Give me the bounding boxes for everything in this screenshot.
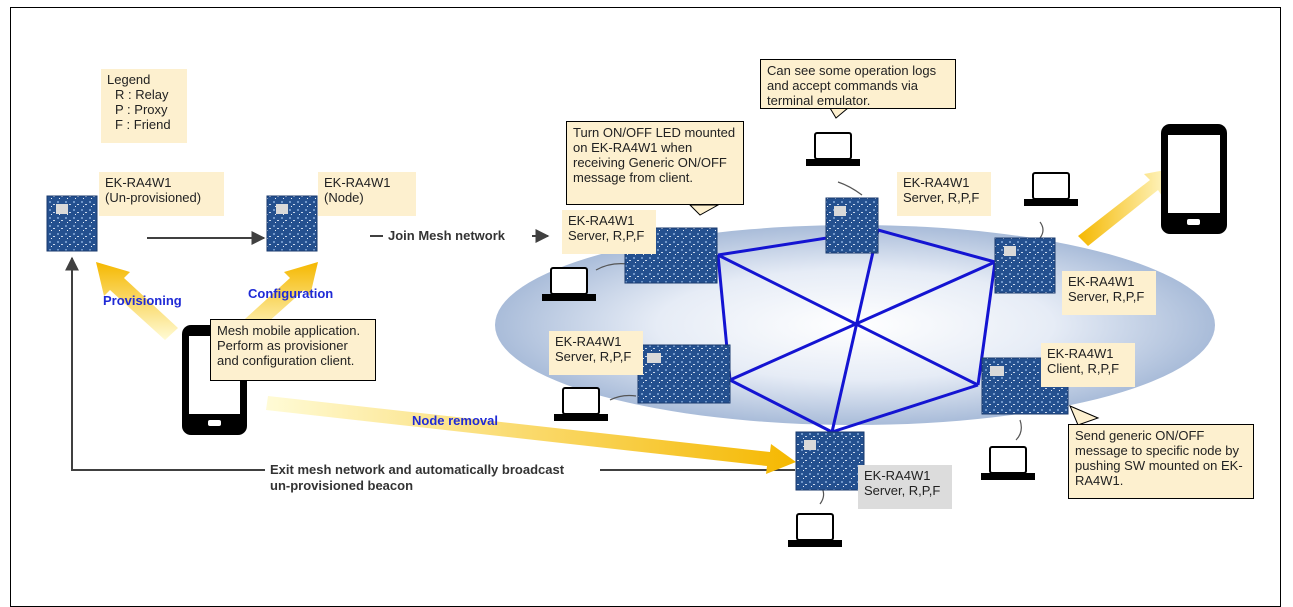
board-server-left-bottom bbox=[637, 344, 731, 404]
diagram-graphics bbox=[46, 107, 1227, 547]
node-label-line: Server, R,P,F bbox=[903, 190, 980, 205]
laptop-icons bbox=[542, 132, 1078, 547]
legend-item: F : Friend bbox=[115, 117, 171, 132]
callout-send: Send generic ON/OFF message to specific … bbox=[1068, 424, 1254, 499]
node-label-line: EK-RA4W1 bbox=[1068, 274, 1135, 289]
callout-line: terminal emulator. bbox=[767, 93, 871, 108]
exit-label-line: un-provisioned beacon bbox=[270, 478, 414, 493]
callout-led: Turn ON/OFF LED mounted on EK-RA4W1 when… bbox=[566, 121, 744, 205]
callout-logs: Can see some operation logs and accept c… bbox=[760, 59, 956, 109]
node-removal-label: Node removal bbox=[412, 413, 498, 428]
legend-item: P : Proxy bbox=[115, 102, 168, 117]
provisioning-label: Provisioning bbox=[103, 293, 182, 308]
exit-mesh-label: Exit mesh network and automatically broa… bbox=[270, 462, 564, 494]
node-label-line: EK-RA4W1 bbox=[568, 213, 635, 228]
node-label-line: Server, R,P,F bbox=[1068, 289, 1145, 304]
node-label-server-bottom: EK-RA4W1 Server, R,P,F bbox=[858, 465, 952, 509]
join-mesh-label: Join Mesh network bbox=[388, 228, 506, 243]
callout-pointer-logs bbox=[829, 107, 850, 119]
board-node bbox=[266, 195, 318, 252]
node-label-server-right: EK-RA4W1 Server, R,P,F bbox=[1062, 271, 1156, 315]
node-label-server-top: EK-RA4W1 Server, R,P,F bbox=[897, 172, 991, 216]
node-label-line: EK-RA4W1 bbox=[324, 175, 391, 190]
laptop-icon bbox=[1024, 172, 1078, 206]
node-label-line: EK-RA4W1 bbox=[903, 175, 970, 190]
node-label-server-left-bottom: EK-RA4W1 Server, R,P,F bbox=[549, 331, 643, 375]
node-label-line: Server, R,P,F bbox=[864, 483, 941, 498]
node-label-line: (Node) bbox=[324, 190, 364, 205]
legend-item: R : Relay bbox=[115, 87, 169, 102]
laptop-icon bbox=[542, 267, 596, 301]
node-label-line: (Un-provisioned) bbox=[105, 190, 202, 205]
node-label-unprovisioned: EK-RA4W1 (Un-provisioned) bbox=[99, 172, 224, 216]
node-label-line: EK-RA4W1 bbox=[555, 334, 622, 349]
callout-pointer-send bbox=[1069, 405, 1100, 426]
phone-link-arrow bbox=[1078, 168, 1176, 246]
callout-line: Can see some operation logs bbox=[767, 63, 937, 78]
callout-line: and accept commands via bbox=[767, 78, 919, 93]
legend-title: Legend bbox=[107, 72, 151, 87]
callout-line: Perform as provisioner bbox=[217, 338, 348, 353]
node-removal-arrow bbox=[266, 396, 796, 474]
board-unprovisioned bbox=[46, 195, 98, 252]
node-label-line: EK-RA4W1 bbox=[105, 175, 172, 190]
callout-line: on EK-RA4W1 when bbox=[573, 140, 693, 155]
node-label-client: EK-RA4W1 Client, R,P,F bbox=[1041, 343, 1135, 387]
laptop-icon bbox=[981, 446, 1035, 480]
board-server-right bbox=[994, 237, 1056, 294]
laptop-icon bbox=[554, 387, 608, 421]
legend-box: Legend R : Relay P : Proxy F : Friend bbox=[101, 69, 187, 143]
node-label-line: EK-RA4W1 bbox=[864, 468, 931, 483]
callout-line: Mesh mobile application. bbox=[217, 323, 361, 338]
node-label-server-left-top: EK-RA4W1 Server, R,P,F bbox=[562, 210, 656, 254]
board-server-bottom bbox=[795, 431, 865, 491]
callout-line: Turn ON/OFF LED mounted bbox=[573, 125, 736, 140]
node-label-line: Client, R,P,F bbox=[1047, 361, 1120, 376]
configuration-label: Configuration bbox=[248, 286, 334, 301]
laptop-icon bbox=[788, 513, 842, 547]
callout-line: pushing SW mounted on EK- bbox=[1075, 458, 1243, 473]
callout-line: message to specific node by bbox=[1075, 443, 1240, 458]
board-server-top bbox=[825, 197, 879, 254]
node-label-node: EK-RA4W1 (Node) bbox=[318, 172, 416, 216]
mesh-links bbox=[716, 228, 997, 434]
node-label-line: EK-RA4W1 bbox=[1047, 346, 1114, 361]
callout-line: and configuration client. bbox=[217, 353, 355, 368]
exit-label-line: Exit mesh network and automatically broa… bbox=[270, 462, 565, 477]
callout-mobile-app: Mesh mobile application. Perform as prov… bbox=[210, 319, 376, 381]
phone-icon-right bbox=[1161, 124, 1227, 234]
callout-line: Send generic ON/OFF bbox=[1075, 428, 1205, 443]
node-label-line: Server, R,P,F bbox=[555, 349, 632, 364]
callout-pointer-led bbox=[688, 204, 720, 216]
callout-line: RA4W1. bbox=[1075, 473, 1124, 488]
node-label-line: Server, R,P,F bbox=[568, 228, 645, 243]
provisioning-arrow bbox=[96, 262, 178, 340]
callout-line: message from client. bbox=[573, 170, 693, 185]
exit-line-left bbox=[65, 256, 265, 471]
laptop-icon bbox=[806, 132, 860, 166]
callout-line: receiving Generic ON/OFF bbox=[573, 155, 727, 170]
